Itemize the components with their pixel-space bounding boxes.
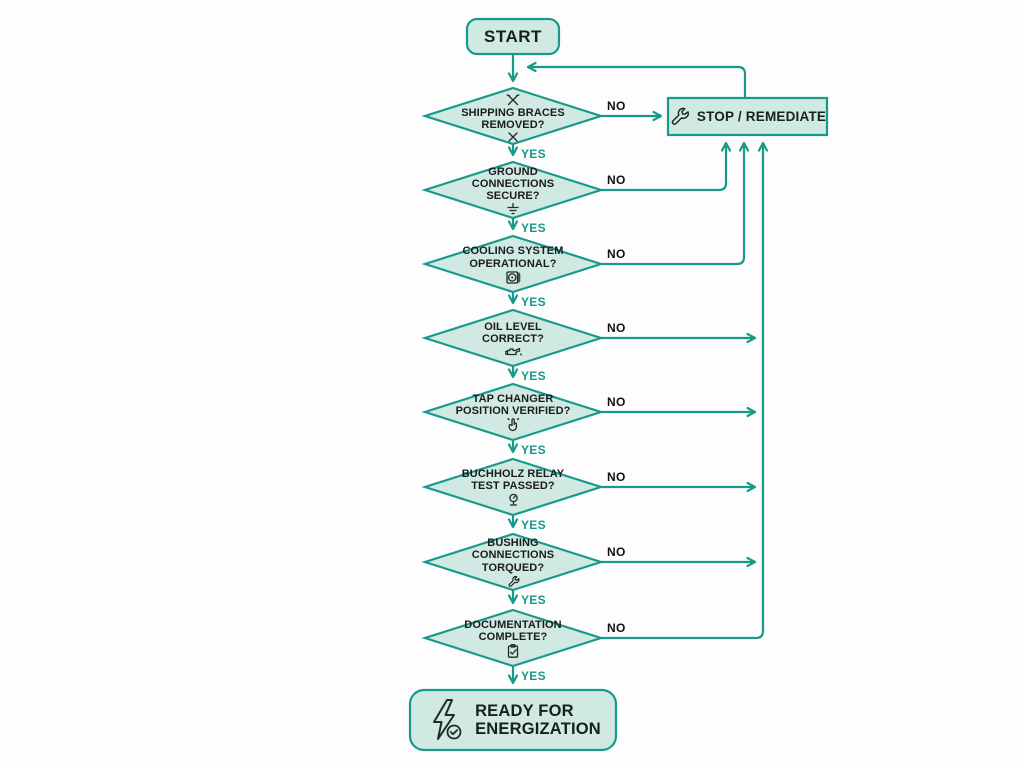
decision-line: CONNECTIONS [471,549,555,562]
decision-shape-3 [421,234,605,294]
decision-tap-changer: TAP CHANGER POSITION VERIFIED? [433,385,593,441]
no-label-2: NO [607,173,626,187]
relay-gauge-icon [508,494,518,506]
ready-line: ENERGIZATION [475,720,601,738]
decision-line: TEST PASSED? [471,480,555,492]
ready-line: READY FOR [475,701,574,720]
stop-remediate-node: STOP / REMEDIATE [668,98,827,135]
decision-line: SECURE? [486,190,540,203]
start-node-shape [465,17,561,56]
decision-line: COMPLETE? [478,631,548,643]
bolt-check-icon [433,699,462,740]
yes-label-2: YES [521,221,546,235]
decision-line: BUSHING [487,537,539,550]
start-node: START [467,19,559,54]
decision-shape-2 [421,160,605,220]
decision-ground-connections: GROUND CONNECTIONS SECURE? [433,163,593,219]
decision-line: CONNECTIONS [471,177,555,190]
crossed-tools-icon [506,94,520,105]
decision-shape-8 [421,608,605,668]
yes-label-6: YES [521,518,546,532]
decision-line: TAP CHANGER [472,392,554,405]
no-label-8: NO [607,621,626,635]
clipboard-check-icon [507,644,519,659]
decision-bushing-connections: BUSHING CONNECTIONS TORQUED? [433,535,593,591]
decision-buchholz-relay: BUCHHOLZ RELAY TEST PASSED? [433,460,593,516]
stop-remediate-label: STOP / REMEDIATE [696,109,827,124]
stop-node-shape [666,96,829,137]
yes-label-5: YES [521,443,546,457]
connector-no-2 [601,141,732,192]
decision-line: POSITION VERIFIED? [455,405,571,417]
yes-label-4: YES [521,369,546,383]
x-mark-icon [508,132,518,142]
no-label-6: NO [607,470,626,484]
decision-line: COOLING SYSTEM [462,245,564,258]
decision-line: REMOVED? [481,119,545,131]
yes-label-8: YES [521,669,546,683]
decision-shape-7 [421,532,605,592]
fan-icon [505,271,521,284]
decision-oil-level: OIL LEVEL CORRECT? [433,311,593,367]
decision-line: SHIPPING BRACES [461,106,565,119]
decision-documentation: DOCUMENTATION COMPLETE? [433,611,593,667]
decision-shape-1 [421,86,605,146]
wrench-icon [671,107,689,125]
no-label-4: NO [607,321,626,335]
no-label-7: NO [607,545,626,559]
decision-line: GROUND [488,165,538,178]
decision-cooling-system: COOLING SYSTEM OPERATIONAL? [433,237,593,293]
no-label-3: NO [607,247,626,261]
ready-label: READY FOR ENERGIZATION [475,702,601,738]
decision-line: CORRECT? [482,333,544,345]
connector-no-3 [601,141,750,266]
decision-line: OIL LEVEL [484,320,542,333]
ground-symbol-icon [507,203,519,215]
connector-stop-feedback [526,61,747,98]
yes-label-3: YES [521,295,546,309]
yes-label-1: YES [521,147,546,161]
ready-node: READY FOR ENERGIZATION [410,690,616,750]
decision-line: TORQUED? [481,561,545,574]
decision-shape-4 [421,308,605,368]
no-label-5: NO [607,395,626,409]
no-label-1: NO [607,99,626,113]
oil-can-icon [504,348,522,356]
ready-node-shape [408,688,618,752]
decision-line: OPERATIONAL? [469,257,557,270]
hand-tap-icon [506,418,519,432]
connector-no-8 [601,141,769,640]
decision-shape-5 [421,382,605,442]
decision-line: DOCUMENTATION [464,618,562,631]
wrench-icon [508,575,519,587]
decision-shape-6 [421,457,605,517]
start-label: START [484,26,542,46]
yes-label-7: YES [521,593,546,607]
decision-line: BUCHHOLZ RELAY [461,467,565,480]
decision-shipping-braces: SHIPPING BRACES REMOVED? [433,90,593,146]
